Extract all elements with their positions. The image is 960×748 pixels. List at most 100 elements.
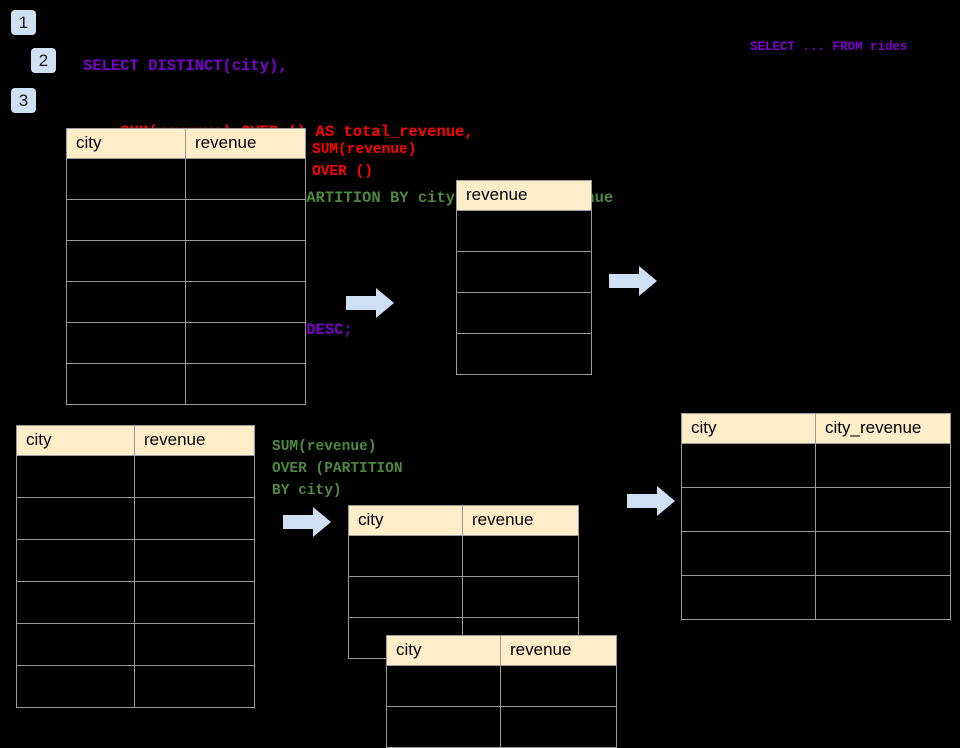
table-row (456, 251, 592, 293)
cell-revenue (185, 322, 306, 364)
source-note: SELECT ... FROM rides (750, 40, 908, 54)
table-row (681, 575, 951, 620)
table-row (681, 487, 951, 532)
cell-city (66, 363, 186, 405)
cell-revenue (456, 333, 592, 375)
cell-revenue (185, 158, 306, 200)
column-header-city: city (16, 425, 135, 456)
cell-revenue (185, 240, 306, 282)
table-row (16, 497, 255, 540)
table-row (681, 443, 951, 488)
table-row (681, 531, 951, 576)
column-header-revenue: revenue (500, 635, 617, 666)
cell-city-revenue (815, 487, 951, 532)
cell-revenue (500, 706, 617, 748)
table-row (66, 158, 306, 200)
table-header-row: city revenue (386, 635, 617, 666)
cell-city (16, 623, 135, 666)
cell-city (681, 531, 816, 576)
table-header-row: city revenue (16, 425, 255, 456)
table-header-row: city revenue (348, 505, 579, 536)
cell-city (348, 535, 463, 577)
cell-city (681, 575, 816, 620)
cell-revenue (185, 363, 306, 405)
column-header-city: city (66, 128, 186, 159)
cell-city (66, 240, 186, 282)
cell-revenue (134, 581, 255, 624)
cell-revenue (185, 199, 306, 241)
table-row (66, 363, 306, 405)
cell-revenue (500, 665, 617, 707)
step-badge-2: 2 (31, 48, 56, 73)
cell-city (66, 322, 186, 364)
table-header-row: city city_revenue (681, 413, 951, 444)
cell-revenue (134, 539, 255, 582)
cell-revenue (134, 455, 255, 498)
cell-revenue (185, 281, 306, 323)
cell-revenue (462, 535, 579, 577)
table-row (66, 281, 306, 323)
cell-city (16, 455, 135, 498)
table-row (16, 665, 255, 708)
table-row (348, 535, 579, 577)
column-header-revenue: revenue (456, 180, 592, 211)
arrow-bottom-right (627, 486, 675, 516)
sql-line-select: SELECT DISTINCT(city), (83, 57, 288, 75)
column-header-city: city (348, 505, 463, 536)
cell-city (681, 443, 816, 488)
table-header-row: revenue (456, 180, 592, 211)
cell-revenue (134, 497, 255, 540)
table-partition-front: city revenue (386, 635, 617, 748)
cell-city-revenue (815, 575, 951, 620)
table-row (16, 455, 255, 498)
arrow-top-left (346, 288, 394, 318)
table-row (456, 210, 592, 252)
arrow-bottom-left (283, 507, 331, 537)
cell-city (66, 158, 186, 200)
cell-city (16, 665, 135, 708)
annotation-partition-revenue: SUM(revenue) OVER (PARTITION BY city) (272, 439, 403, 499)
cell-revenue (462, 576, 579, 618)
column-header-city-revenue: city_revenue (815, 413, 951, 444)
cell-revenue (134, 665, 255, 708)
table-row (16, 623, 255, 666)
cell-city (681, 487, 816, 532)
table-rides-top: city revenue (66, 128, 306, 405)
table-row (66, 322, 306, 364)
cell-city (16, 581, 135, 624)
table-row (386, 665, 617, 707)
table-header-row: city revenue (66, 128, 306, 159)
diagram-canvas: 1 2 3 SELECT DISTINCT(city), SUM(revenue… (11, 10, 951, 748)
cell-city (16, 539, 135, 582)
cell-city (66, 281, 186, 323)
column-header-revenue: revenue (462, 505, 579, 536)
cell-revenue (134, 623, 255, 666)
cell-city (386, 665, 501, 707)
table-row (456, 292, 592, 334)
table-partition-back: city revenue (348, 505, 579, 659)
table-row (348, 576, 579, 618)
cell-city (348, 576, 463, 618)
table-total-revenue: revenue (456, 180, 592, 375)
column-header-city: city (681, 413, 816, 444)
column-header-revenue: revenue (185, 128, 306, 159)
step-badge-1: 1 (11, 10, 36, 35)
cell-city (386, 706, 501, 748)
table-row (66, 240, 306, 282)
cell-revenue (456, 210, 592, 252)
table-result: city city_revenue (681, 413, 951, 620)
table-row (386, 706, 617, 748)
cell-revenue (456, 292, 592, 334)
table-row (16, 581, 255, 624)
table-row (66, 199, 306, 241)
step-badge-3: 3 (11, 88, 36, 113)
arrow-top-right (609, 266, 657, 296)
table-row (456, 333, 592, 375)
cell-city (16, 497, 135, 540)
column-header-city: city (386, 635, 501, 666)
cell-city-revenue (815, 531, 951, 576)
column-header-revenue: revenue (134, 425, 255, 456)
cell-revenue (456, 251, 592, 293)
cell-city (66, 199, 186, 241)
cell-city-revenue (815, 443, 951, 488)
